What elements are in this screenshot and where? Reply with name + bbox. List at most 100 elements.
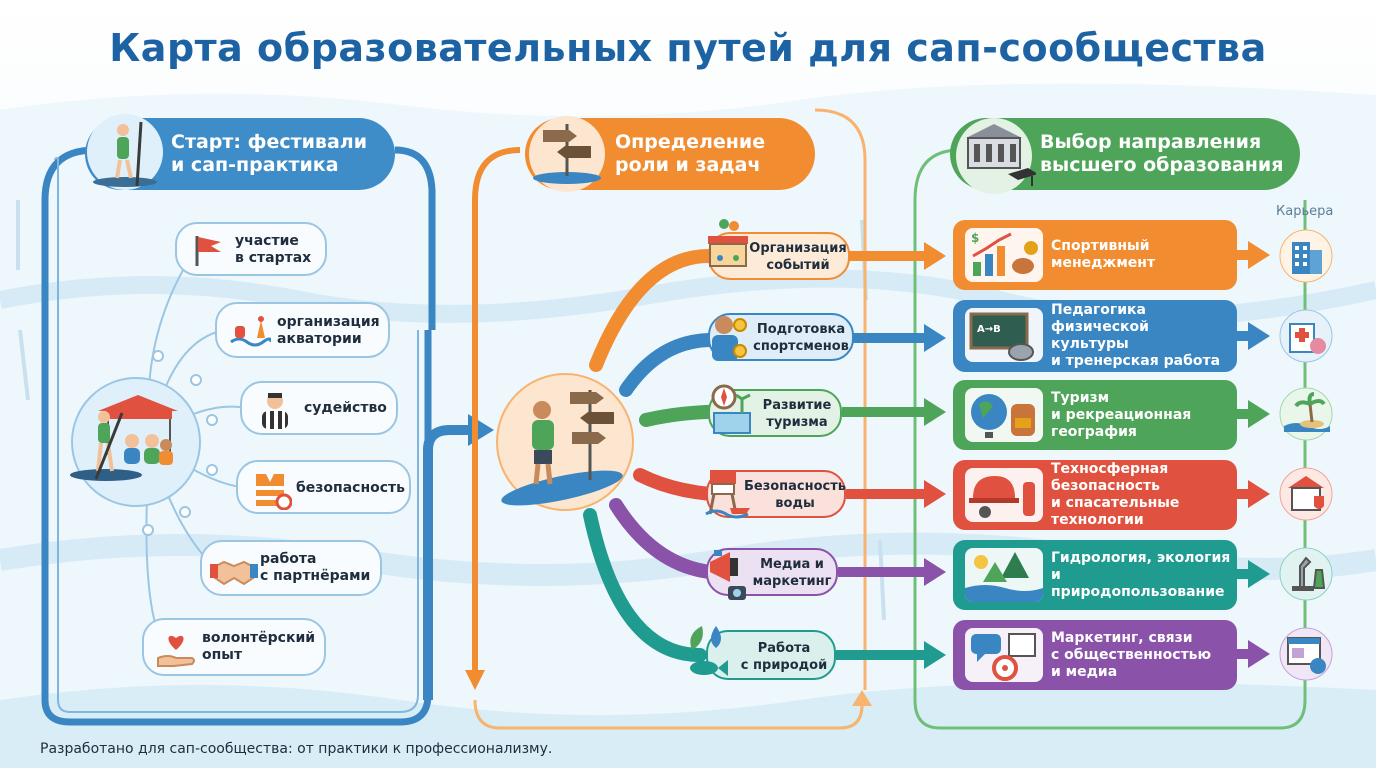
referee-icon	[262, 393, 288, 429]
direction-line: безопасность	[1051, 478, 1160, 494]
direction-text: Маркетинг, связи с общественностью и мед…	[1051, 620, 1231, 690]
start-item-line1: судейство	[304, 400, 387, 416]
start-item-line1: организация	[277, 314, 380, 330]
career-label: Карьера	[1276, 204, 1334, 219]
start-item-line2: в стартах	[235, 250, 312, 266]
role-line2: воды	[775, 496, 815, 511]
web-page-globe-icon	[1279, 627, 1333, 681]
start-item-line2: с партнёрами	[260, 568, 371, 584]
page-title: Карта образовательных путей для сап-сооб…	[109, 26, 1267, 70]
leaf-drop-fish-icon	[690, 626, 728, 676]
direction-tourism: Туризм и рекреационная география	[953, 380, 1237, 450]
start-item-races: участие в стартах	[175, 222, 327, 276]
office-building-icon	[1279, 229, 1333, 283]
direction-line: и тренерская работа	[1051, 353, 1221, 369]
sports-chart-icon: $	[965, 228, 1043, 282]
signpost-board-icon	[529, 116, 605, 192]
microscope-flask-icon	[1279, 547, 1333, 601]
role-events: Организация событий	[708, 219, 850, 280]
direction-line: и спасательные	[1051, 495, 1180, 511]
role-line2: спортсменов	[753, 339, 849, 354]
direction-text: Техносферная безопасность и спасательные…	[1051, 460, 1231, 530]
rescue-station-icon	[1279, 467, 1333, 521]
role-line2: с природой	[740, 658, 828, 673]
paddleboarder-icon	[87, 114, 163, 190]
direction-pedagogy: A→B Педагогика физической культуры и тре…	[953, 300, 1237, 372]
compass-map-icon	[711, 384, 751, 434]
start-item-line2: опыт	[202, 647, 243, 663]
start-item-line1: участие	[235, 233, 299, 249]
start-section-header: Старт: фестивали и сап-практика	[85, 114, 395, 190]
chalkboard-whistle-icon: A→B	[965, 308, 1043, 362]
direction-line: Техносферная	[1051, 461, 1169, 477]
direction-line: Гидрология, экология	[1051, 549, 1231, 566]
directions-section-header: Выбор направления высшего образования	[950, 118, 1300, 194]
role-line2: туризма	[766, 415, 828, 430]
handshake-icon	[210, 560, 258, 586]
direction-line: Туризм	[1051, 389, 1110, 406]
role-line1: Работа	[757, 641, 811, 656]
direction-line: физической культуры	[1051, 319, 1149, 352]
nature-landscape-icon	[965, 548, 1043, 602]
roles-title-line1: Определение	[615, 131, 766, 153]
crossroads-hub-icon	[496, 373, 634, 511]
role-line1: Подготовка	[756, 322, 846, 337]
start-item-line1: волонтёрский	[202, 630, 316, 646]
event-stage-icon	[708, 219, 748, 267]
directions-title-line1: Выбор направления	[1040, 131, 1262, 153]
direction-line: Маркетинг, связи	[1051, 629, 1193, 646]
lifeguard-tower-icon	[705, 470, 750, 519]
direction-line: менеджмент	[1051, 255, 1156, 271]
role-media: Медиа и маркетинг	[706, 548, 838, 600]
role-athletes: Подготовка спортсменов	[708, 313, 854, 361]
direction-text: Спортивный менеджмент	[1051, 220, 1231, 290]
footer-note: Разработано для сап-сообщества: от практ…	[40, 741, 553, 757]
direction-text: Гидрология, экология и природопользовани…	[1051, 540, 1231, 610]
direction-line: география	[1051, 423, 1137, 440]
svg-text:$: $	[971, 231, 979, 245]
chat-target-icon	[965, 628, 1043, 682]
role-water-safety: Безопасность воды	[705, 470, 847, 519]
role-line2: маркетинг	[752, 574, 832, 589]
festival-hub-icon	[70, 377, 201, 507]
hospital-brain-icon	[1279, 309, 1333, 363]
role-nature: Работа с природой	[690, 626, 836, 680]
university-building-icon	[956, 118, 1036, 194]
direction-sports-management: $ Спортивный менеджмент	[953, 220, 1237, 290]
start-title-line1: Старт: фестивали	[171, 131, 368, 153]
role-tourism: Развитие туризма	[708, 384, 842, 437]
direction-line: технологии	[1051, 512, 1144, 528]
direction-technosphere-safety: Техносферная безопасность и спасательные…	[953, 460, 1237, 530]
role-line1: Организация	[749, 241, 847, 256]
role-line1: Безопасность	[743, 479, 847, 494]
direction-line: Спортивный	[1051, 238, 1150, 254]
direction-line: Педагогика	[1051, 302, 1146, 318]
start-item-line1: безопасность	[296, 480, 405, 496]
start-item-line2: акватории	[277, 331, 362, 347]
start-item-partners: работа с партнёрами	[200, 540, 382, 596]
coach-medal-icon	[712, 316, 747, 361]
directions-title-line2: высшего образования	[1040, 154, 1284, 176]
roles-title-line2: роли и задач	[615, 154, 761, 176]
direction-hydrology: Гидрология, экология и природопользовани…	[953, 540, 1237, 610]
start-item-volunteer: волонтёрский опыт	[142, 618, 326, 676]
start-item-water-area: организация акватории	[215, 302, 390, 358]
direction-marketing-pr: Маркетинг, связи с общественностью и мед…	[953, 620, 1237, 690]
direction-line: и рекреационная	[1051, 406, 1192, 423]
start-title-line2: и сап-практика	[171, 154, 339, 176]
direction-line: и природопользование	[1051, 566, 1225, 600]
red-flag-icon	[195, 236, 221, 266]
direction-text: Педагогика физической культуры и тренерс…	[1051, 300, 1231, 372]
life-vest-icon	[256, 474, 292, 510]
direction-text: Туризм и рекреационная география	[1051, 380, 1231, 450]
role-line1: Развитие	[762, 398, 832, 413]
roles-section-header: Определение роли и задач	[525, 116, 815, 192]
helmet-extinguisher-icon	[965, 468, 1043, 522]
role-line1: Медиа и	[760, 557, 824, 572]
direction-line: и медиа	[1051, 663, 1118, 680]
start-item-safety: безопасность	[236, 460, 411, 514]
start-item-judging: судейство	[240, 381, 398, 435]
start-item-line1: работа	[260, 551, 317, 567]
globe-backpack-icon	[965, 388, 1043, 442]
